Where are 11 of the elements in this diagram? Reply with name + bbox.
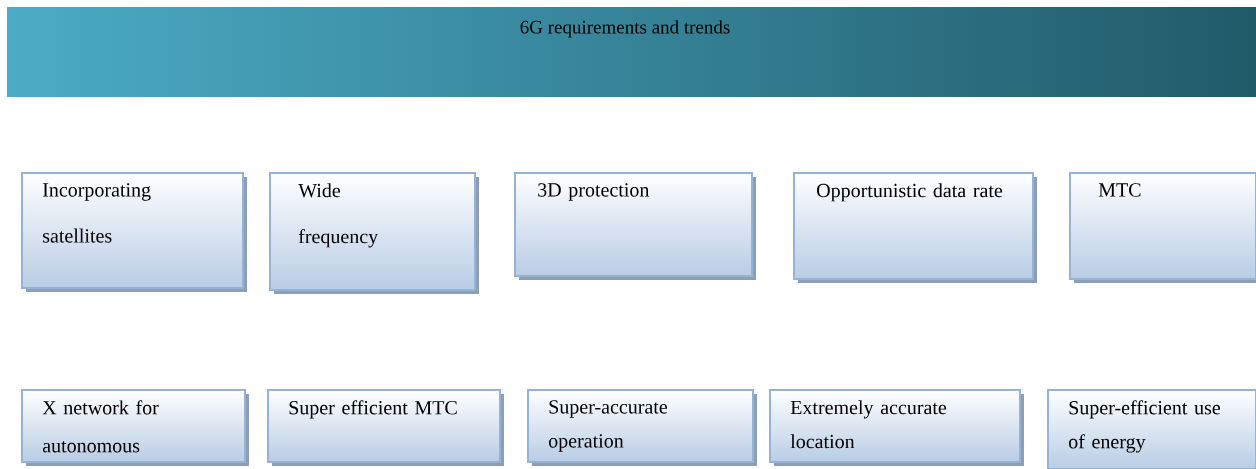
text-box: Extremely accurate location bbox=[769, 389, 1024, 466]
text-box: Super efficient MTC bbox=[267, 389, 504, 466]
text-box: Super-efficient use of energy bbox=[1047, 389, 1256, 469]
text-box: Wide frequency bbox=[269, 172, 479, 294]
text-box: X network for autonomous bbox=[21, 389, 249, 466]
header-band: 6G requirements and trends bbox=[7, 7, 1256, 97]
text-box: MTC bbox=[1069, 172, 1256, 283]
text-box: 3D protection bbox=[514, 172, 756, 280]
text-box: Opportunistic data rate bbox=[793, 172, 1037, 283]
text-box: Incorporating satellites bbox=[21, 172, 247, 292]
text-box: Super-accurate operation bbox=[527, 389, 757, 466]
